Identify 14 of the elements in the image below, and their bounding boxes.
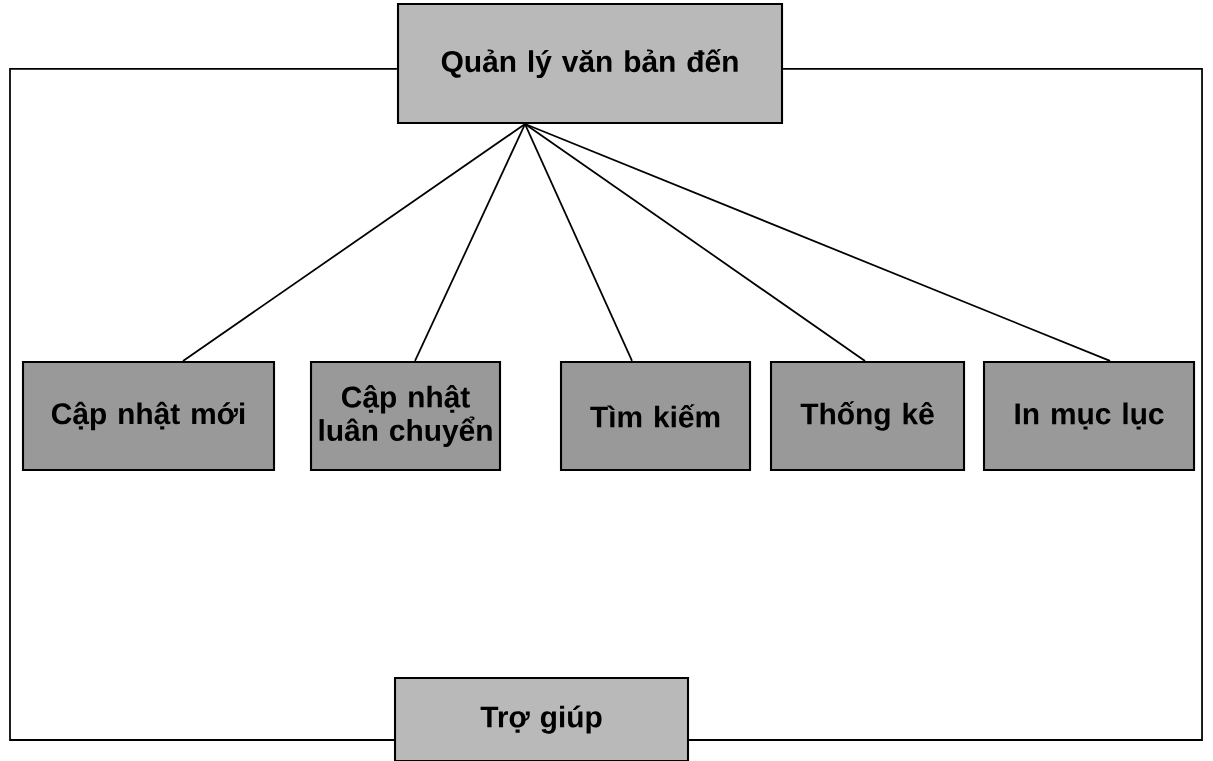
process-box: Tìm kiếm	[559, 360, 752, 472]
connector-line	[524, 123, 1111, 362]
process-box: In mục lục	[982, 360, 1196, 472]
connector-line	[414, 123, 526, 362]
connector-line	[524, 123, 633, 362]
connector-line	[688, 68, 1203, 741]
process-box: Thống kê	[769, 360, 966, 472]
process-box: Cập nhật mới	[21, 360, 276, 472]
connector-line	[182, 123, 526, 362]
process-box: Trợ giúp	[393, 676, 690, 761]
connector-line	[524, 123, 866, 362]
process-box: Cập nhật luân chuyển	[309, 360, 502, 472]
connector-line	[9, 68, 398, 741]
process-box: Quản lý văn bản đến	[396, 2, 784, 125]
